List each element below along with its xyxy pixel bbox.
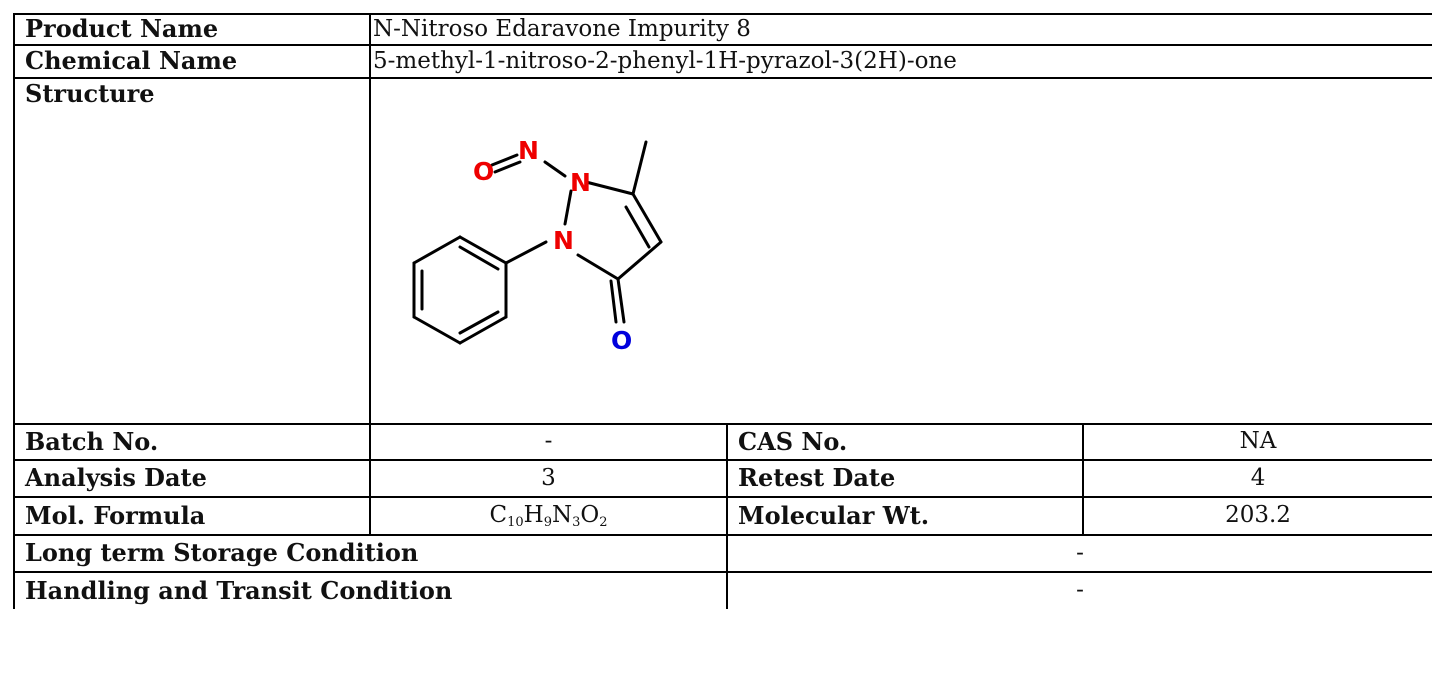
- cas-no-label: CAS No.: [726, 423, 1084, 461]
- product-name-value: N-Nitroso Edaravone Impurity 8: [368, 13, 1432, 46]
- analysis-date-label: Analysis Date: [13, 459, 371, 498]
- batch-no-label: Batch No.: [13, 423, 371, 461]
- formula-h: H: [523, 502, 544, 529]
- product-name-label: Product Name: [13, 13, 371, 46]
- formula-o: O: [580, 502, 600, 529]
- chemical-name-label: Chemical Name: [13, 44, 371, 79]
- retest-date-value: 4: [1081, 459, 1432, 498]
- batch-no-value: -: [369, 423, 728, 461]
- row-dates: Analysis Date 3 Retest Date 4: [13, 459, 1432, 498]
- structure-label: Structure: [13, 77, 371, 425]
- product-spec-sheet: Product Name N-Nitroso Edaravone Impurit…: [13, 13, 1432, 609]
- atom-carbonyl-oxygen: O: [611, 326, 632, 355]
- formula-n-count: 3: [572, 515, 581, 531]
- long-term-storage-label: Long term Storage Condition: [13, 534, 728, 573]
- row-long-term-storage: Long term Storage Condition -: [13, 534, 1432, 573]
- structure-cell: N N N O O: [368, 77, 1432, 425]
- long-term-storage-value: -: [725, 534, 1432, 573]
- formula-n: N: [551, 502, 573, 529]
- molecular-wt-label: Molecular Wt.: [726, 496, 1084, 536]
- atom-ring-nitrogen-1: N: [553, 226, 574, 255]
- cas-no-value: NA: [1081, 423, 1432, 461]
- mol-formula-value: C10H9N3O2: [369, 496, 728, 536]
- row-batch-cas: Batch No. - CAS No. NA: [13, 423, 1432, 461]
- formula-c: C: [489, 502, 508, 529]
- row-structure: Structure: [13, 77, 1432, 425]
- retest-date-label: Retest Date: [726, 459, 1084, 498]
- formula-c-count: 10: [507, 515, 524, 531]
- specification-table: Product Name N-Nitroso Edaravone Impurit…: [13, 13, 1432, 609]
- analysis-date-value: 3: [369, 459, 728, 498]
- row-chemical-name: Chemical Name 5-methyl-1-nitroso-2-pheny…: [13, 44, 1432, 79]
- atom-ring-nitrogen-2: N: [570, 168, 591, 197]
- chemical-structure-diagram: N N N O O: [412, 136, 663, 355]
- row-product-name: Product Name N-Nitroso Edaravone Impurit…: [13, 13, 1432, 46]
- molecular-wt-value: 203.2: [1081, 496, 1432, 536]
- formula-h-count: 9: [543, 515, 552, 531]
- handling-transit-label: Handling and Transit Condition: [13, 571, 728, 609]
- formula-o-count: 2: [599, 515, 608, 531]
- atom-nitroso-nitrogen: N: [518, 136, 539, 165]
- row-handling-transit: Handling and Transit Condition -: [13, 571, 1432, 609]
- row-formula-weight: Mol. Formula C10H9N3O2 Molecular Wt. 203…: [13, 496, 1432, 536]
- mol-formula-label: Mol. Formula: [13, 496, 371, 536]
- atom-nitroso-oxygen: O: [473, 157, 494, 186]
- chemical-name-value: 5-methyl-1-nitroso-2-phenyl-1H-pyrazol-3…: [368, 44, 1432, 79]
- handling-transit-value: -: [725, 571, 1432, 609]
